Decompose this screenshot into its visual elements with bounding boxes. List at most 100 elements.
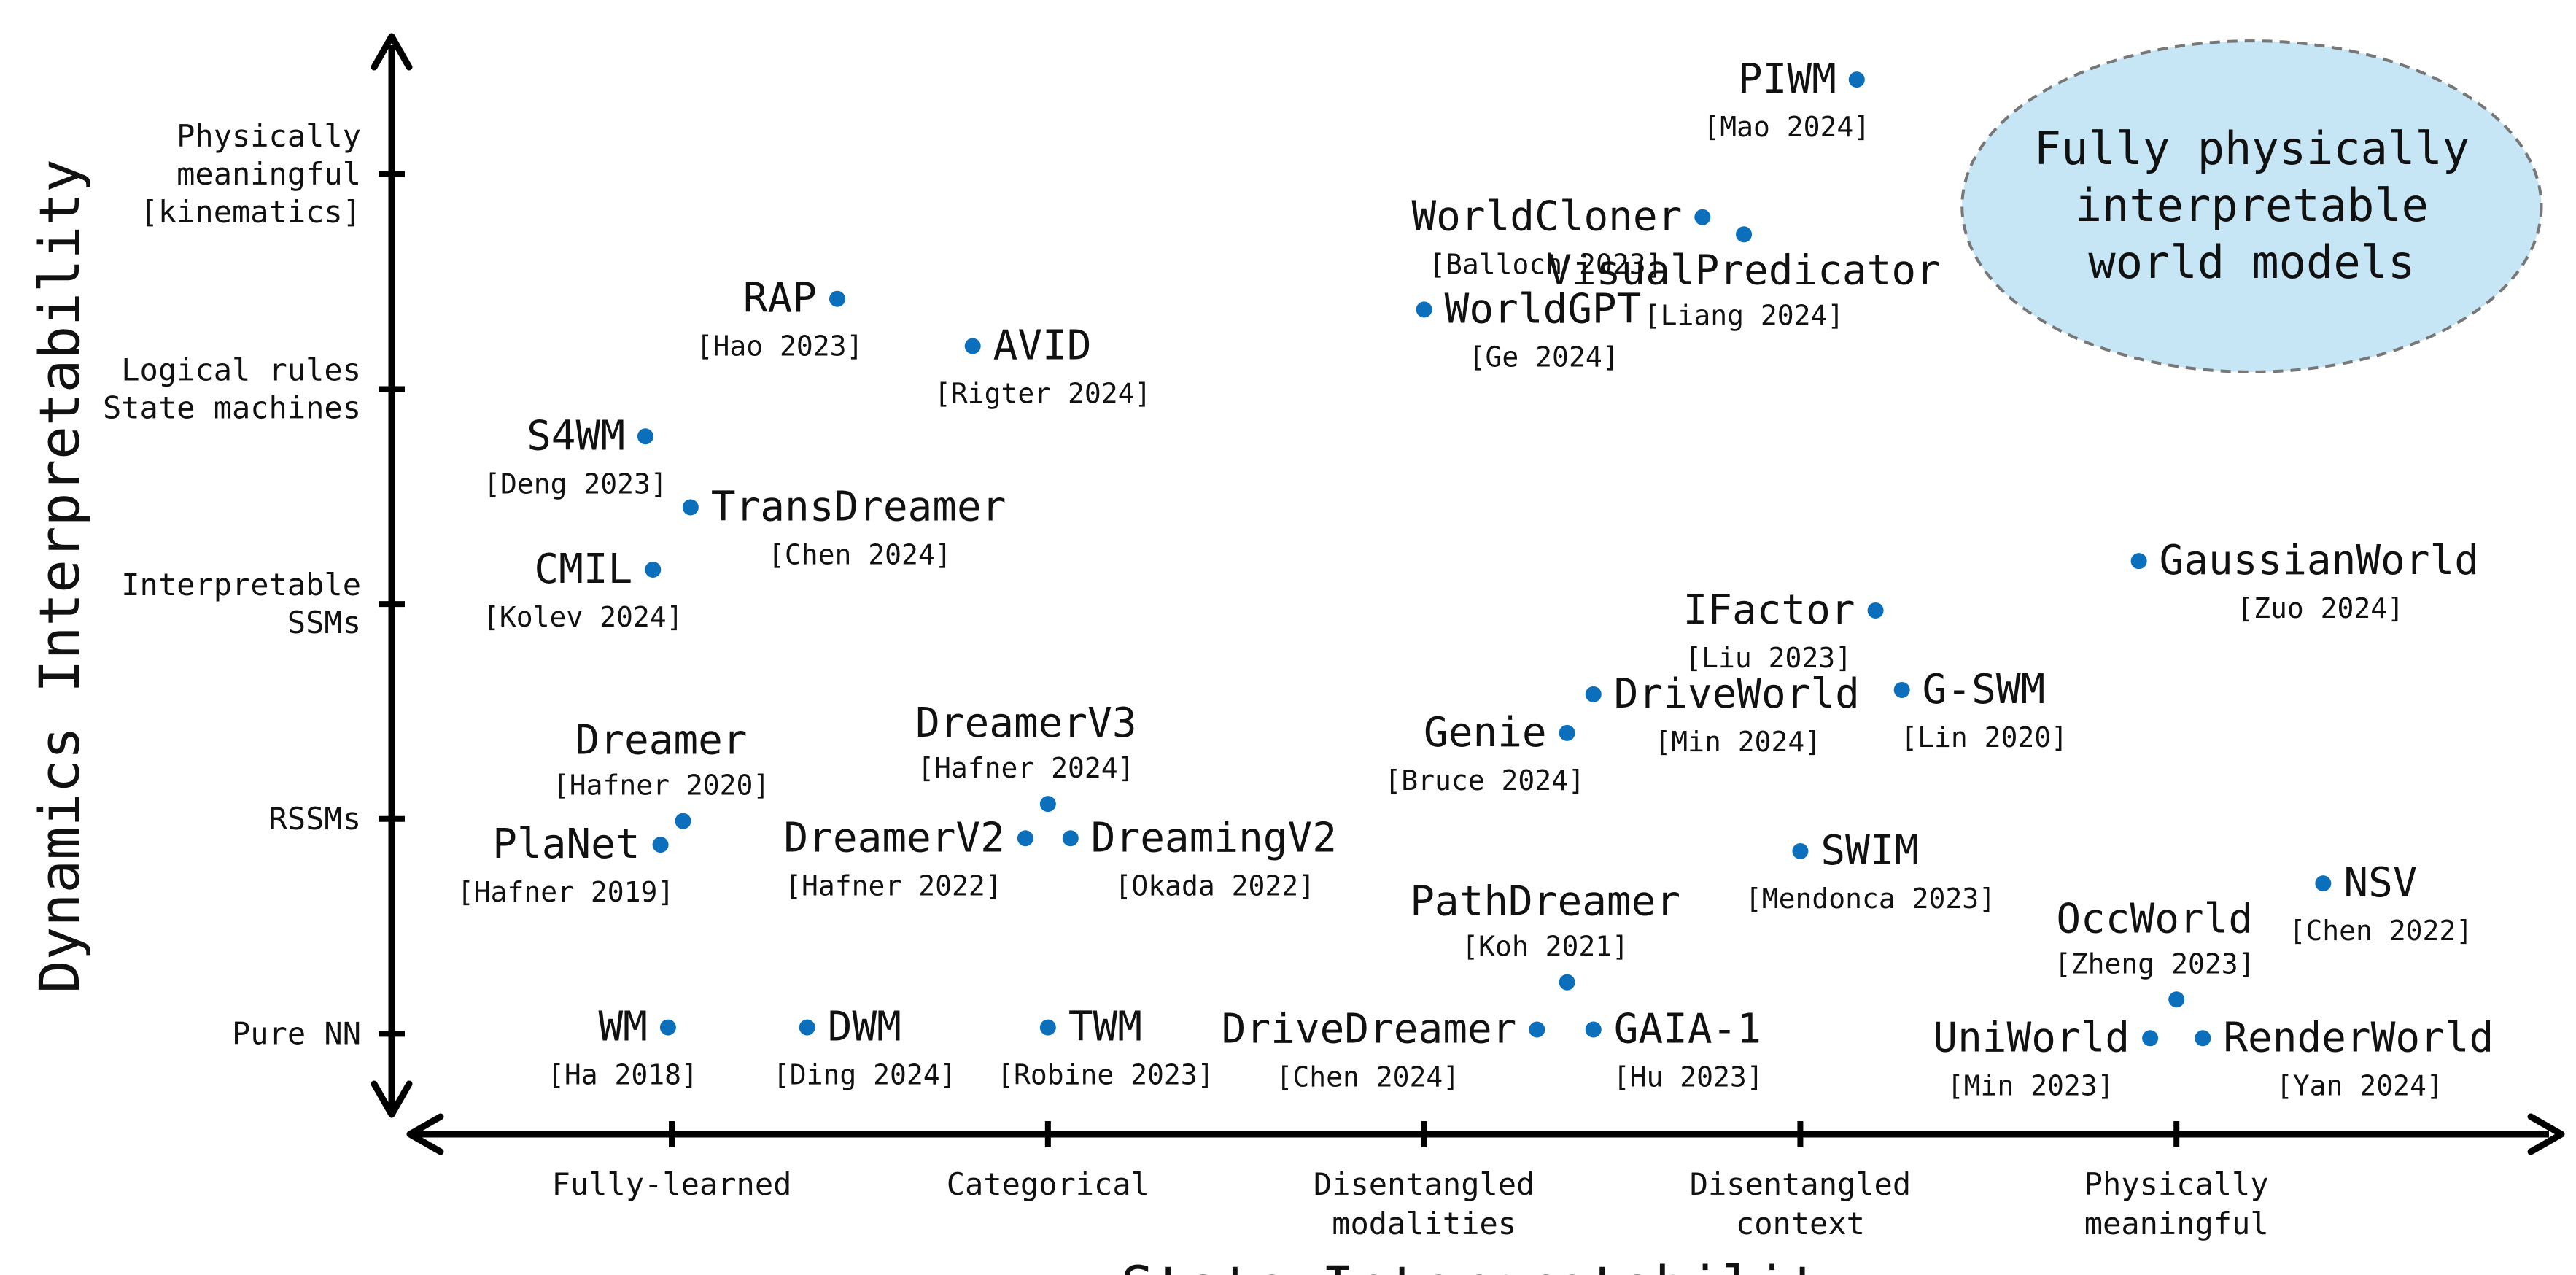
data-point-group: DreamingV2[Okada 2022]: [1062, 814, 1337, 902]
point-name-label: TransDreamer: [711, 484, 1006, 531]
data-point-group: NSV [Chen 2022]: [2289, 859, 2473, 947]
data-point: [659, 1019, 676, 1036]
point-citation-label: [Hafner 2019]: [457, 876, 674, 908]
point-citation-label: [Deng 2023]: [484, 468, 667, 500]
data-point: [2130, 553, 2147, 570]
data-point-group: DreamerV3[Hafner 2024]: [915, 699, 1137, 813]
point-name-label: SWIM: [1820, 827, 1919, 875]
point-name-label: IFactor: [1683, 586, 1855, 634]
data-point: [675, 813, 691, 829]
data-point: [1893, 681, 1910, 698]
point-name-label: DWM: [828, 1004, 901, 1051]
data-point: [1062, 830, 1079, 847]
point-citation-label: [Hafner 2022]: [785, 869, 1001, 902]
data-point: [1867, 602, 1884, 619]
data-point: [799, 1019, 815, 1036]
point-name-label: RenderWorld: [2223, 1014, 2494, 1061]
point-citation-label: [Robine 2023]: [997, 1059, 1214, 1091]
point-citation-label: [Zuo 2024]: [2237, 592, 2404, 624]
point-citation-label: [Hao 2023]: [697, 330, 864, 363]
point-name-label: DriveWorld: [1614, 670, 1860, 718]
point-name-label: Dreamer: [575, 717, 748, 764]
data-point-group: WorldGPT[Ge 2024]: [1416, 285, 1642, 373]
point-name-label: RAP: [743, 275, 817, 322]
data-point-group: RAP [Hao 2023]: [697, 275, 864, 363]
data-point-group: SWIM[Mendonca 2023]: [1745, 827, 1995, 915]
data-point: [2142, 1030, 2159, 1047]
point-citation-label: [Liu 2023]: [1685, 642, 1852, 674]
point-citation-label: [Zheng 2023]: [2055, 947, 2255, 980]
point-name-label: GaussianWorld: [2160, 537, 2479, 584]
data-point: [1792, 842, 1809, 859]
data-point-group: DriveDreamer[Chen 2024]: [1222, 1006, 1545, 1093]
data-point: [1529, 1021, 1545, 1038]
data-point-group: GAIA-1 [Hu 2023]: [1585, 1006, 1764, 1093]
point-name-label: OccWorld: [2056, 895, 2253, 942]
data-point: [1039, 1019, 1056, 1036]
data-point-group: UniWorld[Min 2023]: [1933, 1014, 2159, 1101]
point-name-label: GAIA-1: [1614, 1006, 1761, 1053]
y-tick-label: Pure NN: [232, 1015, 361, 1051]
point-name-label: AVID: [993, 322, 1092, 370]
point-name-label: PathDreamer: [1410, 878, 1680, 926]
point-name-label: DreamerV2: [783, 814, 1004, 861]
data-point-group: IFactor [Liu 2023]: [1683, 586, 1884, 674]
y-axis-title: Dynamics Interpretability: [27, 159, 92, 993]
point-name-label: WorldGPT: [1445, 285, 1642, 333]
data-point: [1736, 226, 1753, 243]
data-point: [1585, 1021, 1602, 1038]
y-axis-arrow-bottom: [371, 1080, 413, 1118]
data-point-group: WM [Ha 2018]: [548, 1004, 698, 1091]
point-citation-label: [Yan 2024]: [2276, 1069, 2443, 1101]
data-point: [1848, 71, 1865, 88]
data-point-group: S4WM [Deng 2023]: [484, 412, 667, 500]
point-name-label: DreamingV2: [1091, 814, 1337, 861]
point-citation-label: [Kolev 2024]: [483, 601, 683, 633]
point-citation-label: [Chen 2024]: [768, 539, 952, 571]
point-citation-label: [Lin 2020]: [1901, 721, 2068, 753]
point-citation-label: [Hu 2023]: [1613, 1061, 1764, 1093]
point-name-label: PlaNet: [492, 821, 640, 868]
data-point: [682, 499, 699, 516]
point-name-label: G-SWM: [1923, 666, 2046, 713]
point-name-label: WorldCloner: [1411, 193, 1682, 241]
data-point-group: PathDreamer [Koh 2021]: [1410, 878, 1680, 991]
data-point: [1694, 209, 1711, 225]
point-citation-label: [Min 2024]: [1654, 726, 1821, 758]
data-point: [964, 338, 981, 354]
data-point: [645, 561, 662, 578]
point-citation-label: [Mao 2024]: [1703, 111, 1870, 143]
point-citation-label: [Ha 2018]: [548, 1059, 698, 1091]
point-citation-label: [Koh 2021]: [1462, 931, 1629, 963]
data-point-group: PlaNet [Hafner 2019]: [457, 821, 674, 908]
data-point-group: VisualPredicator[Liang 2024]: [1547, 226, 1941, 331]
point-name-label: WM: [598, 1004, 647, 1051]
x-axis-arrow-right: [2527, 1113, 2565, 1155]
point-name-label: Genie: [1424, 709, 1547, 756]
x-tick-label: Categorical: [947, 1166, 1149, 1202]
data-point-group: RenderWorld [Yan 2024]: [2195, 1014, 2494, 1101]
point-citation-label: [Chen 2022]: [2289, 915, 2473, 947]
point-name-label: VisualPredicator: [1547, 247, 1940, 294]
point-citation-label: [Hafner 2020]: [553, 770, 769, 802]
point-name-label: NSV: [2343, 859, 2417, 907]
region-ellipse: [1960, 39, 2543, 373]
data-point: [829, 290, 845, 307]
point-citation-label: [Rigter 2024]: [934, 378, 1151, 410]
point-name-label: S4WM: [527, 412, 625, 460]
data-point-group: DriveWorld [Min 2024]: [1585, 670, 1860, 758]
data-point: [2195, 1030, 2211, 1047]
data-point-group: G-SWM [Lin 2020]: [1893, 666, 2068, 753]
point-citation-label: [Chen 2024]: [1276, 1061, 1460, 1093]
point-citation-label: [Ding 2024]: [773, 1059, 957, 1091]
point-citation-label: [Hafner 2024]: [917, 752, 1134, 784]
data-point-group: CMIL[Kolev 2024]: [483, 546, 683, 633]
data-point-group: GaussianWorld [Zuo 2024]: [2130, 537, 2479, 624]
point-name-label: TWM: [1068, 1004, 1142, 1051]
x-axis-title: State Interpretability: [1121, 1254, 1855, 1275]
point-citation-label: [Min 2023]: [1947, 1069, 2114, 1101]
